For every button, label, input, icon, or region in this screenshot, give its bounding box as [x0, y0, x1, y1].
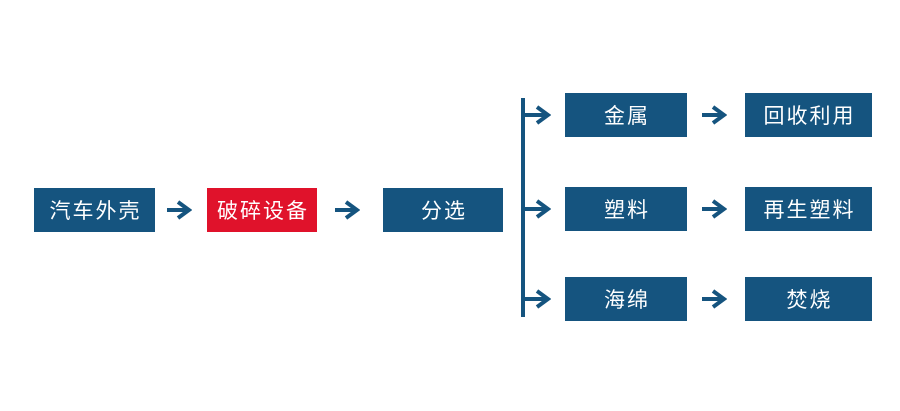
- node-metal: 金属: [565, 93, 687, 137]
- node-crushing-equipment-label: 破碎设备: [217, 200, 309, 223]
- arrow-right-icon: [167, 200, 192, 220]
- node-plastic: 塑料: [565, 187, 687, 231]
- node-car-shell: 汽车外壳: [34, 188, 155, 232]
- node-sorting: 分选: [383, 188, 503, 232]
- node-sorting-label: 分选: [421, 200, 467, 223]
- node-car-shell-label: 汽车外壳: [49, 200, 142, 223]
- node-plastic-label: 塑料: [604, 199, 650, 222]
- node-incineration: 焚烧: [745, 277, 872, 321]
- node-incineration-label: 焚烧: [786, 289, 833, 312]
- node-crushing-equipment: 破碎设备: [207, 188, 317, 232]
- node-recycled-plastic: 再生塑料: [745, 187, 872, 231]
- node-metal-label: 金属: [604, 105, 650, 128]
- node-recycling: 回收利用: [745, 93, 872, 137]
- node-recycled-plastic-label: 再生塑料: [763, 199, 856, 222]
- arrow-right-icon: [702, 105, 727, 125]
- arrow-right-icon: [523, 199, 551, 219]
- node-recycling-label: 回收利用: [763, 105, 856, 128]
- arrow-right-icon: [702, 199, 727, 219]
- node-sponge-label: 海绵: [604, 289, 650, 312]
- arrow-right-icon: [523, 289, 551, 309]
- node-sponge: 海绵: [565, 277, 687, 321]
- arrow-right-icon: [702, 289, 727, 309]
- arrow-right-icon: [523, 105, 551, 125]
- arrow-right-icon: [335, 200, 360, 220]
